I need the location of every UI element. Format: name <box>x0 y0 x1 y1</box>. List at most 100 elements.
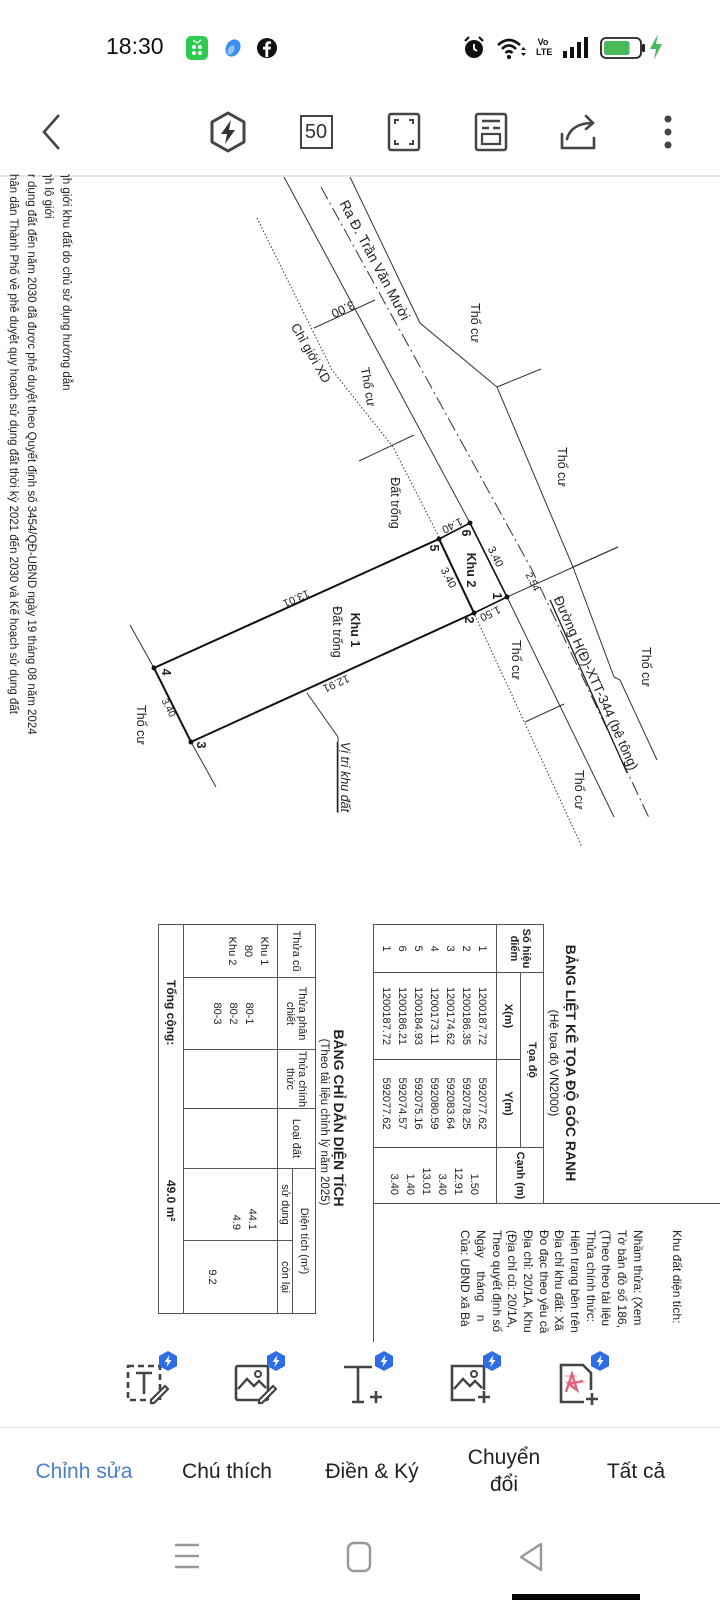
official-parcel-column <box>183 1049 278 1109</box>
point-label: 1 <box>490 593 504 600</box>
document-page: ɿh giới khu đất do chủ sử dụng hướng dẫn… <box>0 172 720 1342</box>
header-point: Số hiệu điểm <box>496 924 544 973</box>
fullscreen-button[interactable] <box>381 109 427 155</box>
premium-badge-icon <box>375 1351 393 1371</box>
tab-chinh-sua[interactable]: Chỉnh sửa <box>35 1459 133 1483</box>
dimension-line <box>313 299 376 329</box>
frame-line <box>374 1203 720 1204</box>
home-indicator[interactable] <box>512 1594 640 1600</box>
tab-chuyen-doi[interactable]: Chuyển đổi <box>467 1446 541 1496</box>
page-count-button[interactable]: 50 <box>293 109 339 155</box>
header-used: sử dụng <box>277 1168 293 1241</box>
reader-mode-icon <box>474 112 508 152</box>
edit-image-tool[interactable] <box>233 1351 285 1406</box>
share-button[interactable] <box>556 109 602 155</box>
add-signature-tool[interactable] <box>557 1351 609 1406</box>
info-line: Ngày tháng n <box>474 1230 488 1322</box>
mode-tabs: Chỉnh sửa Chú thích Điền & Ký Chuyển đổi… <box>0 1428 720 1518</box>
header-x: X(m) <box>496 972 521 1060</box>
wifi-icon <box>497 38 526 60</box>
reader-mode-button[interactable] <box>468 109 514 155</box>
area-table-subtitle: (Theo tài liệu chỉnh lý năm 2025) <box>318 1038 330 1206</box>
divider <box>0 1427 720 1428</box>
area-table: Thửa cũ Thửa phân chiết Thửa chính thức … <box>158 924 316 1314</box>
premium-badge-icon <box>591 1351 609 1371</box>
header-coord: Tọa độ <box>520 972 544 1148</box>
neighbor-label: Thổ cư <box>555 447 569 487</box>
edit-tools-bar <box>0 1342 720 1427</box>
note-line: ɿh giới khu đất do chủ sử dụng hướng dẫn <box>60 174 72 391</box>
edit-text-tool[interactable] <box>125 1351 177 1406</box>
coord-table-title: BẢNG LIỆT KÊ TỌA ĐỘ GÓC RANH <box>563 944 579 1182</box>
more-button[interactable] <box>645 109 691 155</box>
header-old-parcel: Thửa cũ <box>277 924 316 978</box>
info-line: Hiện trạng bên trên <box>568 1230 582 1333</box>
info-line: Đo đạc theo yêu cầ <box>537 1230 551 1334</box>
signal-icon <box>563 37 588 58</box>
info-line: Nhầm thửa: (Xem <box>631 1230 645 1326</box>
alarm-icon <box>464 36 484 58</box>
home-icon[interactable] <box>346 1541 372 1573</box>
info-line: Địa chỉ: 20/1A, Khu <box>521 1230 535 1333</box>
header-remain: còn lại <box>277 1240 293 1314</box>
battery-icon <box>600 37 645 59</box>
total-label: Tổng cộng: <box>164 980 178 1046</box>
dimension-line <box>506 546 619 598</box>
point-label: 4 <box>159 669 173 676</box>
signature-add-icon <box>559 1363 598 1405</box>
survey-drawing[interactable]: Ra Đ. Trần Văn Mười 3.00 Chỉ giới XD Thổ… <box>0 172 720 1342</box>
image-add-icon <box>450 1364 490 1403</box>
note-line: r dụng đất đến năm 2030 đã được phê duyệ… <box>25 174 37 735</box>
land-type-column <box>183 1108 278 1169</box>
facebook-icon <box>257 38 277 58</box>
premium-badge-icon <box>159 1351 177 1371</box>
neighbor-label: Thổ cư <box>509 640 523 680</box>
info-heading: Khu đất diện tích: <box>670 1230 684 1324</box>
point-marker <box>188 739 194 745</box>
info-line: (Theo theo tài liệu <box>599 1230 613 1327</box>
info-line: Tờ bản đồ số 186, <box>615 1230 629 1328</box>
parcel-divider <box>358 434 415 462</box>
back-icon <box>42 114 60 150</box>
tab-tat-ca[interactable]: Tất cả <box>606 1459 666 1483</box>
document-edge <box>0 175 720 177</box>
premium-badge-icon <box>267 1351 285 1371</box>
text-add-icon <box>344 1365 382 1404</box>
add-image-tool[interactable] <box>449 1351 501 1406</box>
header-y: Y(m) <box>496 1059 521 1148</box>
page-count-icon: 50 <box>299 115 333 149</box>
setback-line <box>256 217 583 848</box>
back-button[interactable] <box>29 109 75 155</box>
recents-icon[interactable] <box>173 1541 201 1571</box>
tab-chu-thich[interactable]: Chú thích <box>182 1459 272 1483</box>
info-line: (Địa chỉ cũ: 20/1A, <box>505 1230 519 1329</box>
point-marker <box>151 665 157 671</box>
system-nav-bar <box>0 1520 720 1600</box>
header-area: Diện tích (m²) <box>292 1168 316 1314</box>
messenger-icon <box>225 39 241 57</box>
share-icon <box>560 114 596 150</box>
note-line: hân dân Thành Phố về phê duyệt quy hoạch… <box>7 174 19 714</box>
text-edit-icon <box>126 1364 170 1405</box>
back-triangle-icon[interactable] <box>518 1541 544 1573</box>
remain-area-column: 9.2 <box>183 1240 278 1314</box>
info-line: Thửa chính thức: <box>584 1230 598 1323</box>
quick-action-button[interactable] <box>205 109 251 155</box>
neighbor-label: Thổ cư <box>639 647 653 687</box>
zone2-label: Khu 2 <box>464 553 478 588</box>
location-label: Vị trí khu đất <box>338 742 352 813</box>
total-row: Tổng cộng: 49.0 m² <box>158 924 184 1314</box>
empty-land-label: Đất trống <box>388 477 402 528</box>
volte-icon: Vo LTE <box>536 37 553 57</box>
add-text-tool[interactable] <box>341 1351 393 1406</box>
tab-dien-ky[interactable]: Điền & Ký <box>325 1459 419 1483</box>
header-edge: Cạnh (m) <box>496 1147 544 1204</box>
premium-badge-icon <box>483 1351 501 1371</box>
header-land-type: Loại đất <box>277 1108 316 1169</box>
zone1-label: Khu 1 <box>348 613 362 648</box>
